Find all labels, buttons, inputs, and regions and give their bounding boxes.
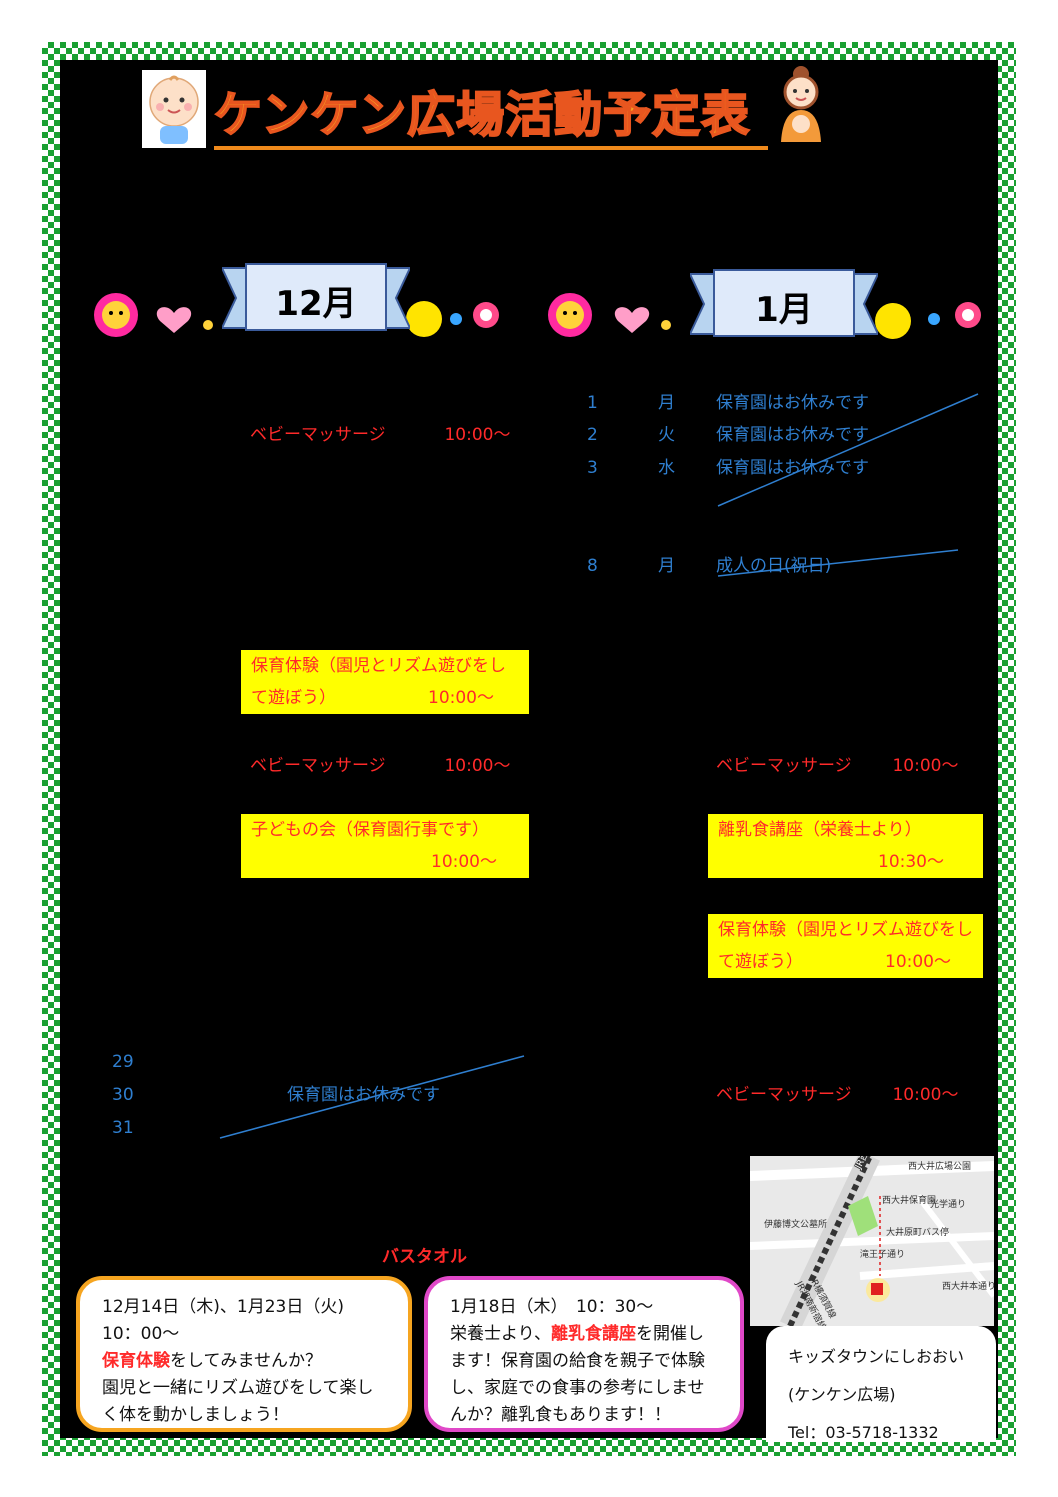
info-text: をしてみませんか？ [170,1351,322,1371]
info-box-hoiku-taiken: 12月14日（木)、1月23日（火) 10：00〜 保育体験をしてみませんか？ … [76,1276,412,1432]
map-label: 西大井保育園 [882,1196,937,1206]
jan-row-1-weekday: 月 [658,393,675,413]
flower-icon [548,293,592,337]
jan-row-2-day: 2 [587,425,598,445]
heart-icon [156,307,192,333]
strike-line [717,549,959,577]
baby-illustration-icon [142,70,206,148]
month-label-december: 12月 [275,284,357,324]
contact-name: キッズタウンにしおおい [788,1347,965,1366]
map-label: 伊藤博文公墓所 [764,1220,828,1230]
map-label: 光学通り [930,1200,967,1210]
event-label: ベビーマッサージ [250,756,386,776]
jan-row-3-text: 保育園はお休みです [716,458,869,478]
info-box-rinyu: 1月18日（木） 10：30〜 栄養士より、離乳食講座を開催し ます！保育園の給… [424,1276,744,1432]
event-time: 10:00〜 [444,756,511,776]
info-date: 1月18日（木） 10：30〜 [450,1297,654,1317]
contact-card: キッズタウンにしおおい (ケンケン広場) Tel：03-5718-1332 [766,1326,996,1442]
event-label: 保育体験（園児とリズム遊びをし [718,920,973,940]
map-label: 滝王子通り [860,1250,906,1260]
event-time: 10:00〜 [431,852,497,872]
month-label-january: 1月 [755,290,813,330]
info-text: し、家庭での食事の参考にしませ [450,1378,705,1398]
jan-row-8-text: 成人の日(祝日) [716,556,832,576]
info-date: 12月14日（木)、1月23日（火) [102,1297,344,1317]
dec-hoiku-taiken-box: 保育体験（園児とリズム遊びをし て遊ぼう） 10:00〜 [241,650,529,714]
map-label: 西大井本通り [942,1282,994,1292]
flower-icon [473,302,499,328]
contact-subname: (ケンケン広場) [788,1385,896,1404]
event-time: 10:00〜 [885,952,951,972]
event-time: 10:00〜 [444,425,511,445]
smiley-icon [406,301,442,337]
info-highlight: 離乳食講座 [550,1324,636,1344]
info-text: 園児と一緒にリズム遊びをして楽し [102,1378,374,1398]
dec-baby-massage-1: ベビーマッサージ 10:00〜 [250,424,510,446]
jan-row-8-day: 8 [587,556,598,576]
event-label: 保育体験（園児とリズム遊びをし [251,656,506,676]
access-map: 西大井広場公園 JR西大井駅 西大井保育園 光学通り 伊藤博文公墓所 大井原町バ… [750,1156,994,1326]
event-time: 10:30〜 [878,852,944,872]
event-time: 10:00〜 [428,688,494,708]
flower-icon [94,293,138,337]
strike-line [717,393,979,507]
smiley-icon [875,303,911,339]
strike-line [219,1055,525,1139]
jan-rinyu-box: 離乳食講座（栄養士より） 10:30〜 [708,814,983,878]
info-highlight: 保育体験 [102,1351,170,1371]
jan-row-3-weekday: 水 [658,458,675,478]
jan-row-1-day: 1 [587,393,598,413]
jan-row-2-weekday: 火 [658,425,675,445]
info-text: んか？離乳食もあります！！ [450,1405,671,1425]
jan-baby-massage-2: ベビーマッサージ 10:00〜 [716,1084,958,1106]
page-title: ケンケン広場活動予定表 [213,84,768,150]
dec-baby-massage-2: ベビーマッサージ 10:00〜 [250,755,510,777]
heart-icon [614,307,650,333]
month-banner-december: 12月 [222,262,410,336]
flower-icon [955,302,981,328]
event-label: ベビーマッサージ [716,756,852,776]
event-label: 子どもの会（保育園行事です） [251,820,489,840]
event-time: 10:00〜 [892,756,959,776]
bath-towel-note: バスタオル [382,1247,467,1267]
info-text: 栄養士より、 [450,1324,551,1344]
event-label: ベビーマッサージ [250,425,386,445]
info-text: ます！保育園の給食を親子で体験 [450,1351,705,1371]
dec-closed-label: 保育園はお休みです [287,1085,440,1105]
map-label: 西大井広場公園 [908,1162,972,1172]
dec-kodomo-kai-box: 子どもの会（保育園行事です） 10:00〜 [241,814,529,878]
mother-illustration-icon [775,64,827,142]
jan-baby-massage-1: ベビーマッサージ 10:00〜 [716,755,958,777]
dec-day-30: 30 [112,1085,134,1105]
map-label: 大井原町バス停 [886,1228,950,1238]
info-time: 10：00〜 [102,1324,180,1344]
jan-hoiku-taiken-box: 保育体験（園児とリズム遊びをし て遊ぼう） 10:00〜 [708,914,983,978]
month-banner-january: 1月 [690,268,878,342]
event-label: 離乳食講座（栄養士より） [718,820,922,840]
dec-day-29: 29 [112,1052,134,1072]
event-time: 10:00〜 [892,1085,959,1105]
jan-row-3-day: 3 [587,458,598,478]
jan-row-8-weekday: 月 [658,556,675,576]
event-label-cont: て遊ぼう） [718,952,803,972]
dec-day-31: 31 [112,1118,134,1138]
event-label-cont: て遊ぼう） [251,688,336,708]
info-text: く体を動かしましょう！ [102,1405,289,1425]
decorative-flower-row [94,293,981,339]
jan-row-2-text: 保育園はお休みです [716,425,869,445]
info-text: を開催し [635,1324,704,1344]
contact-phone: Tel：03-5718-1332 [788,1423,939,1442]
jan-row-1-text: 保育園はお休みです [716,393,869,413]
event-label: ベビーマッサージ [716,1085,852,1105]
